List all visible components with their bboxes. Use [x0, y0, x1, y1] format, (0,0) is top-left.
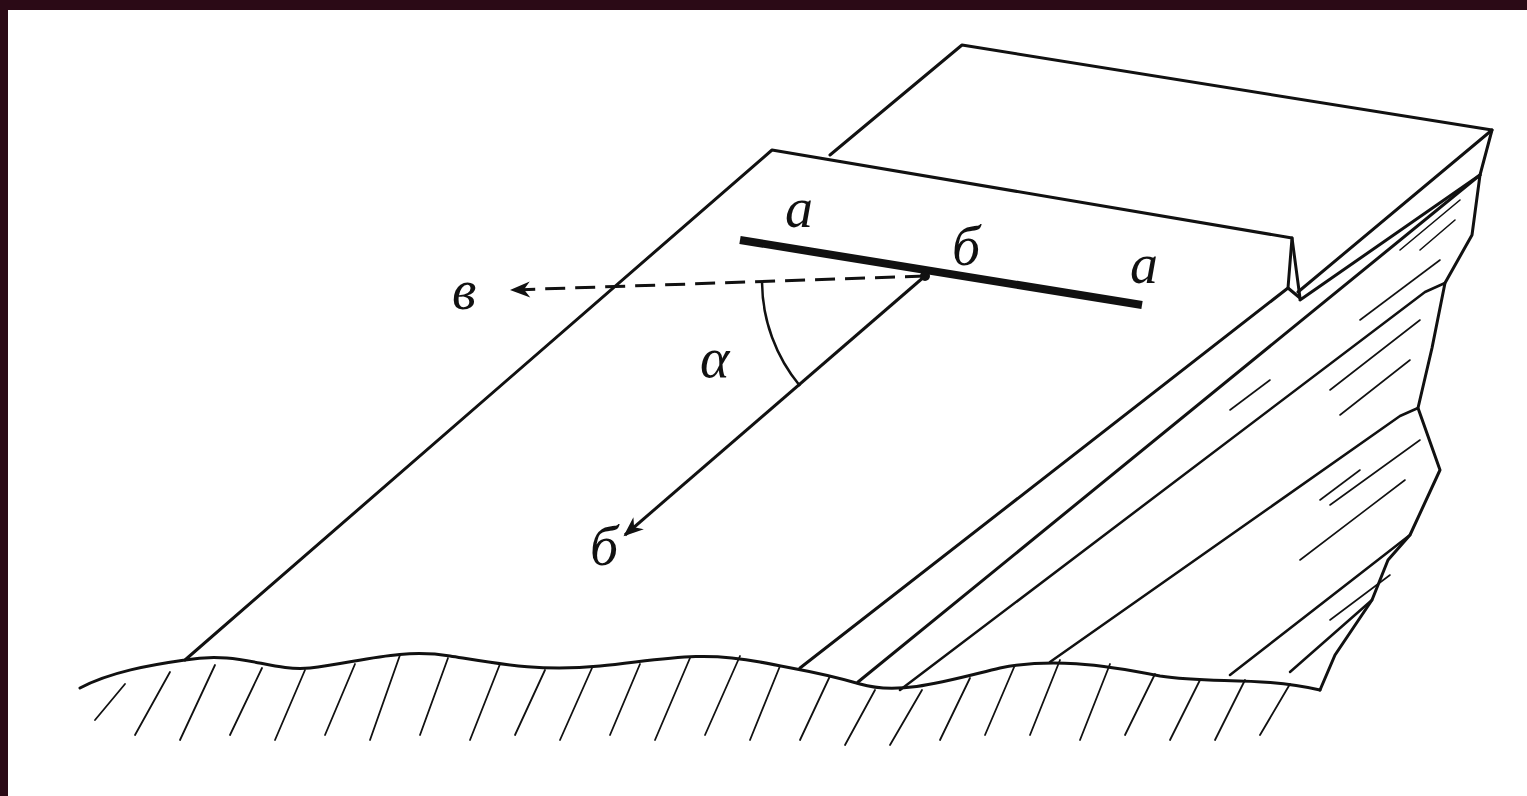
projection-line — [512, 276, 925, 290]
figure-letter: а — [785, 180, 813, 236]
point-dot — [920, 271, 930, 281]
angle-arc — [762, 282, 800, 386]
figure-letter: α — [700, 330, 729, 386]
figure-letter: а — [1130, 236, 1158, 292]
dip-line — [625, 276, 925, 535]
figure-letter: в — [452, 262, 476, 318]
figure-letter: б — [952, 218, 980, 274]
figure-letter: б — [590, 518, 618, 574]
strike-line — [740, 240, 1142, 305]
